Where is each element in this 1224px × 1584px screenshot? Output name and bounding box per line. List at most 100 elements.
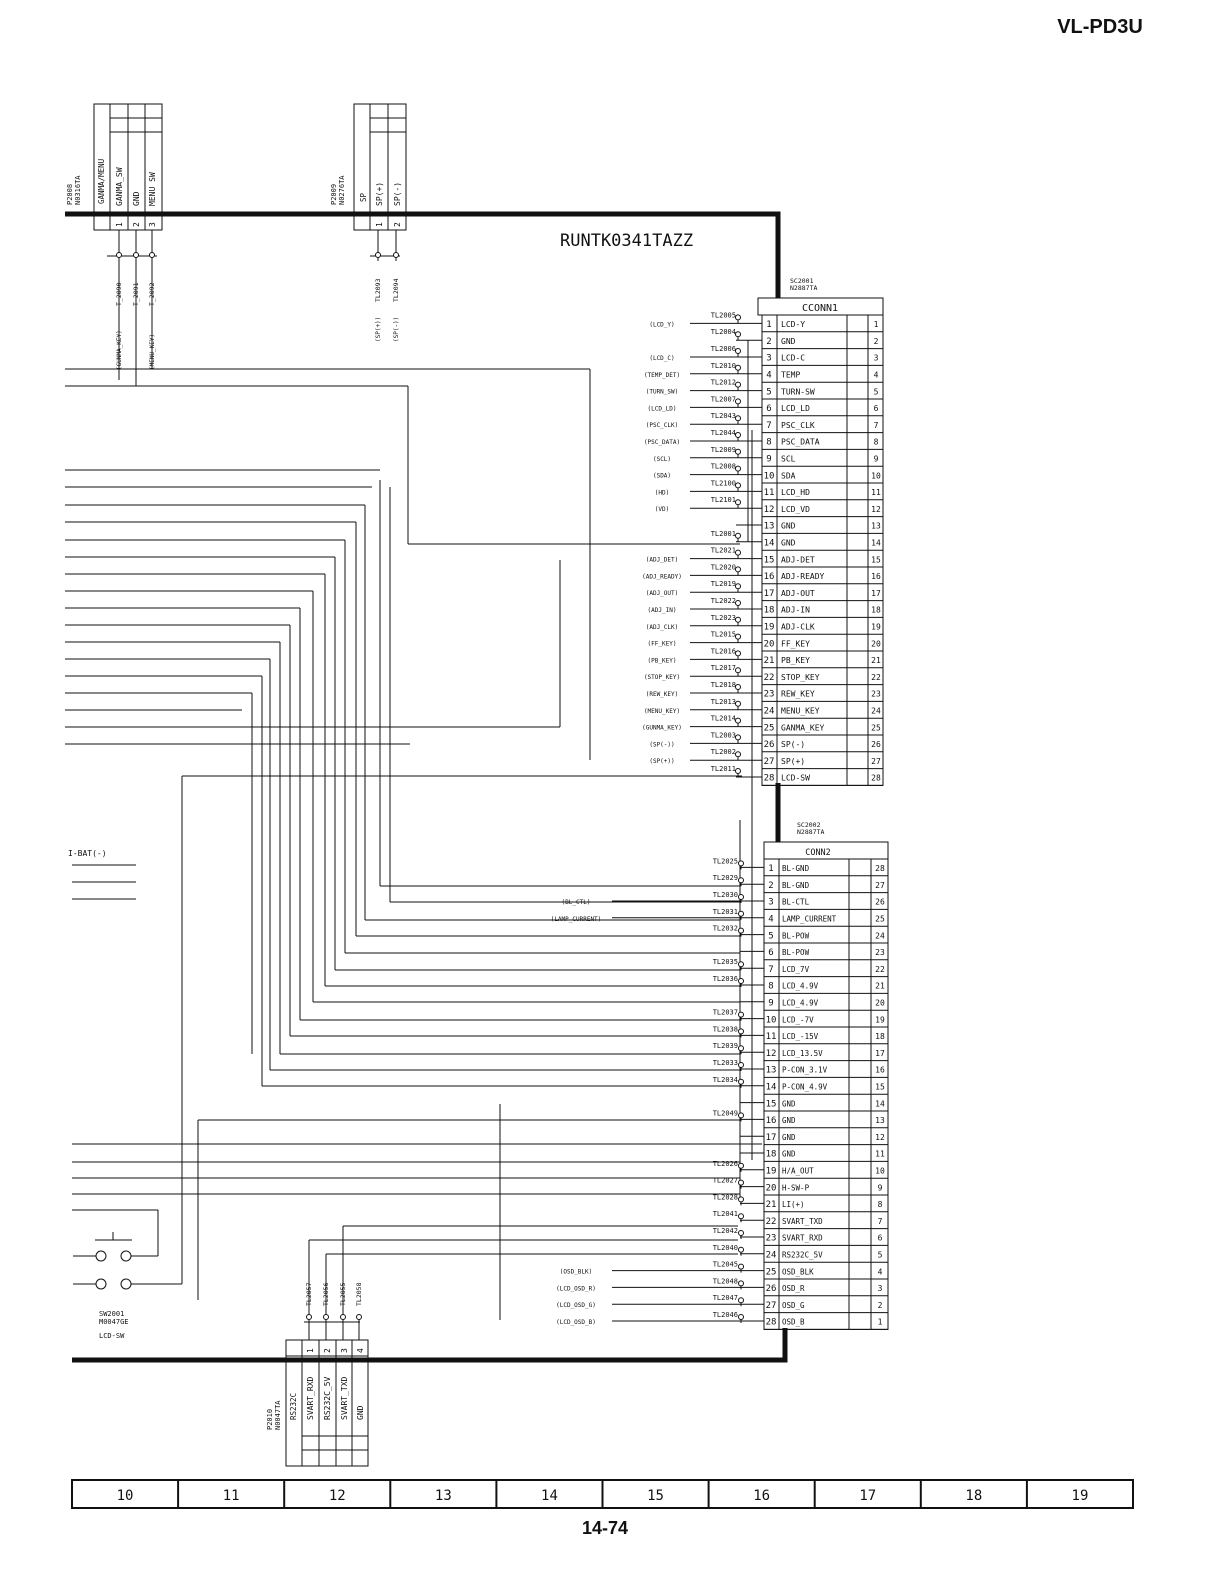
p2008-net-label: (GUNMA_KEY) [116, 330, 123, 370]
sc2001-pin-num: 1 [766, 320, 771, 330]
sc2001-net-label: (PB_KEY) [648, 657, 677, 664]
sc2002-pin-num: 16 [766, 1116, 777, 1126]
p2010-pin-num: 3 [340, 1348, 349, 1353]
sc2002-net-label: (LCD_OSD_R) [556, 1285, 596, 1292]
sc2002-pin-num: 8 [768, 982, 773, 992]
sc2002-pin-num: 1 [768, 864, 773, 874]
sc2002-pin-name: LCD_-7V [782, 1015, 814, 1024]
sc2001-pin-right: 1 [874, 320, 879, 329]
sc2002-pin-right: 5 [878, 1250, 883, 1259]
sc2001-pin-name: SP(-) [781, 740, 805, 749]
sc2002-testpoint-label: TL2031 [713, 908, 738, 916]
p2010-testpoint-label: TL2055 [339, 1282, 347, 1306]
p2009-testpoint [393, 252, 399, 258]
sc2001-testpoint [735, 650, 741, 657]
sc2002-testpoint-label: TL2035 [713, 958, 738, 966]
p2008-part: N0316TA [74, 175, 82, 205]
sc2002-testpoint-label: TL2049 [713, 1109, 738, 1117]
sc2001-pin-right: 24 [871, 706, 881, 715]
sc2001-pin-num: 10 [764, 471, 775, 481]
sc2002-net-label: (LCD_OSD_B) [556, 1319, 596, 1326]
sc2001-testpoint [735, 549, 741, 556]
sc2002-pin-name: GND [782, 1099, 796, 1108]
sc2001-title: CCONN1 [802, 303, 838, 314]
sc2001-net-label: (STOP_KEY) [644, 674, 680, 681]
p2008-testpoint-label: T_2092 [148, 282, 156, 306]
sc2001-pin-num: 19 [764, 622, 775, 632]
sc2002-testpoint [738, 1179, 744, 1186]
p2010-pin-name: SVART_TXD [340, 1376, 349, 1420]
sc2001-net-label: (REW_KEY) [646, 691, 679, 698]
sc2001-testpoint [735, 499, 741, 506]
sc2001-pin-num: 20 [764, 639, 775, 649]
sc2001-pin-right: 26 [871, 740, 881, 749]
sc2001-pin-right: 10 [871, 471, 881, 480]
sc2001-pin-name: GND [781, 538, 796, 547]
sc2001-pin-name: GND [781, 522, 796, 531]
sc2001-pin-name: PSC_DATA [781, 438, 820, 447]
sc2002-pin-right: 18 [875, 1032, 885, 1041]
p2008-pin-num: 3 [148, 222, 157, 227]
p2010-testpoint [340, 1314, 346, 1320]
sc2001-testpoint-label: TL2100 [711, 479, 736, 487]
sc2002-pin-name: OSD_G [782, 1301, 805, 1310]
p2008-pin-name: MENU SW [148, 172, 157, 206]
grid-ruler-label: 16 [753, 1488, 770, 1504]
sc2001-net-label: (SP(-)) [649, 741, 674, 748]
sc2001-testpoint [735, 314, 741, 321]
p2008-title: GANMA/MENU [97, 159, 106, 204]
sc2001-pin-name: LCD-Y [781, 320, 805, 329]
sc2002-testpoint-label: TL2040 [713, 1244, 738, 1252]
sc2001-testpoint [735, 348, 741, 354]
sc2001-testpoint-label: TL2014 [711, 715, 736, 723]
sc2001-net-label: (LCD_C) [649, 355, 674, 362]
sc2001-testpoint-label: TL2022 [711, 597, 736, 605]
sc2002-pin-right: 19 [875, 1015, 885, 1024]
sc2002-testpoint-label: TL2037 [713, 1009, 738, 1017]
p2009-testpoint-label: TL2093 [374, 278, 382, 302]
sc2002-pin-name: BL-GND [782, 881, 810, 890]
sc2002-pin-name: GND [782, 1150, 796, 1159]
sc2002-pin-num: 28 [766, 1318, 777, 1328]
sc2001-pin-name: PB_KEY [781, 656, 810, 665]
sc2002-net-label: (BL_CTL) [562, 899, 591, 906]
sc2001-net-label: (PSC_CLK) [646, 422, 679, 429]
switch-contact [120, 1250, 132, 1262]
sc2002-pin-right: 25 [875, 914, 885, 923]
sc2001-pin-right: 18 [871, 606, 881, 615]
sc2002-testpoint-label: TL2045 [713, 1261, 738, 1269]
sc2001-testpoint [735, 717, 741, 724]
p2008-testpoint [116, 252, 122, 258]
grid-ruler-label: 17 [859, 1488, 876, 1504]
sc2001-pin-right: 12 [871, 505, 881, 514]
p2008-testpoint [133, 252, 139, 258]
sc2001-testpoint-label: TL2019 [711, 580, 736, 588]
sc2001-testpoint [735, 751, 741, 758]
sc2001-pin-num: 14 [764, 538, 775, 548]
sc2001-testpoint-label: TL2011 [711, 765, 736, 773]
sc2002-pin-num: 4 [768, 914, 773, 924]
sc2002-pin-num: 9 [768, 998, 773, 1008]
sc2001-pin-right: 17 [871, 589, 881, 598]
sc2001-pin-name: TURN-SW [781, 387, 815, 396]
sc2002-pin-right: 1 [878, 1318, 883, 1327]
sc2001-pin-name: REW_KEY [781, 690, 815, 699]
sc2001-pin-name: FF_KEY [781, 639, 810, 648]
grid-ruler-label: 15 [647, 1488, 664, 1504]
sc2002-pin-name: GND [782, 1133, 796, 1142]
sc2002-testpoint [738, 1230, 744, 1236]
p2010-pin-num: 2 [323, 1348, 332, 1353]
sc2001-net-label: (SDA) [653, 473, 671, 480]
sc2001-testpoint-label: TL2043 [711, 412, 736, 420]
sc2002-testpoint [738, 877, 744, 884]
sc2002-pin-right: 27 [875, 881, 885, 890]
sc2001-net-label: (SP(+)) [649, 758, 674, 765]
sc2001-pin-num: 3 [766, 354, 771, 364]
sc2002-pin-name: BL-GND [782, 864, 810, 873]
sc2002-testpoint [738, 1246, 744, 1253]
sc2001-net-label: (LCD_LD) [648, 405, 677, 412]
board-name: RUNTK0341TAZZ [560, 231, 693, 251]
sc2002-pin-name: P-CON_3.1V [782, 1066, 828, 1075]
sc2002-testpoint-label: TL2025 [713, 857, 738, 865]
sc2002-pin-name: BL-POW [782, 931, 810, 940]
